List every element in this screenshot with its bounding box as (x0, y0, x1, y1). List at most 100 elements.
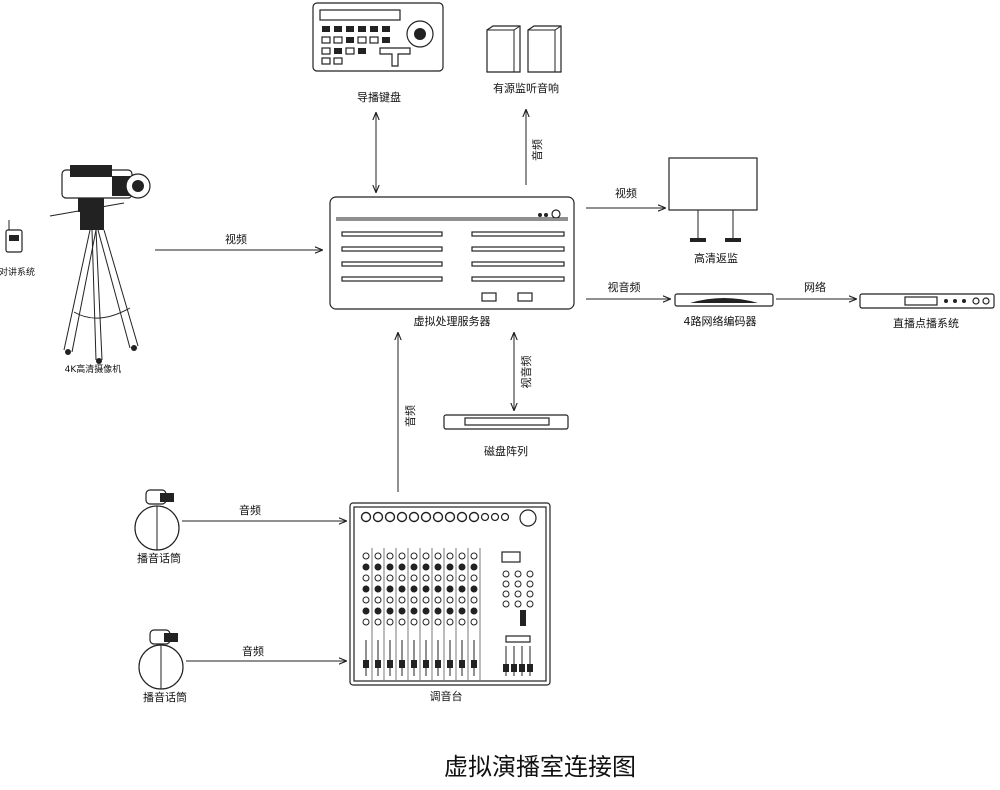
mixer-knob (398, 563, 406, 571)
mixer-knob (434, 607, 442, 615)
mixer-knob (470, 585, 478, 593)
mixer-knob (434, 596, 442, 604)
disk-array (443, 414, 569, 430)
mixer-fader (423, 660, 429, 668)
mixer-knob (410, 596, 418, 604)
mixer-input-jack (360, 511, 372, 523)
mixer-knob (386, 596, 394, 604)
mixer-input-jack (432, 511, 444, 523)
mixer-knob (446, 563, 454, 571)
virtual-server (329, 196, 575, 310)
camera-label: 4K高清摄像机 (65, 363, 122, 375)
keyboard-keys (321, 26, 390, 65)
mixer-knob (458, 618, 466, 626)
mixer-knob (374, 552, 382, 560)
mic2-label: 播音话筒 (143, 690, 187, 704)
mixer-knob (446, 607, 454, 615)
mixer-knob (458, 563, 466, 571)
label-mixer-server: 音频 (403, 405, 417, 427)
mixer-fader (387, 660, 393, 668)
mixer-knob (362, 585, 370, 593)
mixer-knob (398, 618, 406, 626)
mixer-knob (374, 563, 382, 571)
mixer-master-knob (514, 590, 522, 598)
mixer-knob (362, 596, 370, 604)
mixer-fader (411, 660, 417, 668)
mixer-knob (374, 618, 382, 626)
mixer-knob (386, 563, 394, 571)
mixer-knob (386, 607, 394, 615)
monitor-label: 高清返监 (694, 251, 738, 265)
mixer-knob (410, 618, 418, 626)
mixer-master-knob (514, 570, 522, 578)
server-label: 虚拟处理服务器 (414, 314, 491, 328)
mixer-knob (434, 618, 442, 626)
mixer-knob (422, 607, 430, 615)
mixer-input-jack (384, 511, 396, 523)
mixer-knob (410, 563, 418, 571)
mixer-knob (434, 585, 442, 593)
mixer-knob (398, 596, 406, 604)
mixer-knob (398, 574, 406, 582)
encoder-label: 4路网络编码器 (684, 314, 757, 328)
connections (155, 110, 856, 661)
mixer-master-knob (502, 580, 510, 588)
mixer-aux-jack (500, 512, 510, 522)
mixer-knob (362, 574, 370, 582)
mixer-master-knob (526, 600, 534, 608)
label-mic2-mixer: 音频 (242, 644, 264, 658)
mixer-channels (360, 509, 537, 680)
label-server-encoder: 视音频 (608, 280, 641, 294)
label-mic1-mixer: 音频 (239, 503, 261, 517)
mic1-label: 播音话筒 (137, 551, 181, 565)
mixer-knob (410, 574, 418, 582)
mixer-input-jack (444, 511, 456, 523)
audio-mixer (349, 502, 551, 686)
mixer-fader (435, 660, 441, 668)
disk-label: 磁盘阵列 (484, 444, 528, 458)
mixer-knob (374, 574, 382, 582)
mixer-knob (374, 607, 382, 615)
mixer-master-knob (502, 570, 510, 578)
hd-monitor (668, 157, 758, 242)
mixer-knob (470, 618, 478, 626)
mixer-knob (362, 563, 370, 571)
label-cam-server: 视频 (225, 232, 247, 246)
mixer-knob (446, 596, 454, 604)
intercom-device (5, 220, 23, 253)
mixer-knob (446, 618, 454, 626)
mixer-knob (398, 607, 406, 615)
monitor-speakers (486, 25, 562, 73)
mixer-knob (434, 563, 442, 571)
director-keyboard (312, 2, 444, 72)
mixer-knob (458, 607, 466, 615)
mixer-master-fader (519, 664, 525, 672)
mixer-aux-jack (480, 512, 490, 522)
mixer-input-jack (468, 511, 480, 523)
mixer-knob (386, 574, 394, 582)
diagram-title: 虚拟演播室连接图 (444, 753, 636, 781)
mixer-input-jack (420, 511, 432, 523)
mixer-knob (458, 585, 466, 593)
label-server-speakers: 音频 (530, 139, 544, 161)
mixer-fader (399, 660, 405, 668)
speakers-label: 有源监听音响 (493, 81, 559, 95)
mixer-knob (398, 552, 406, 560)
mixer-main-knob (519, 509, 537, 527)
mixer-knob (386, 618, 394, 626)
mixer-knob (470, 574, 478, 582)
camera-tripod (49, 165, 151, 364)
mixer-knob (386, 585, 394, 593)
mixer-knob (362, 618, 370, 626)
mixer-knob (458, 596, 466, 604)
mixer-knob (374, 585, 382, 593)
label-encoder-vod: 网络 (804, 280, 826, 294)
mixer-knob (422, 585, 430, 593)
mixer-knob (422, 552, 430, 560)
mixer-master-knob (526, 570, 534, 578)
label-server-disk: 视音频 (519, 356, 533, 389)
mixer-fader (363, 660, 369, 668)
label-server-monitor: 视频 (615, 186, 637, 200)
server-vents-right (471, 231, 565, 282)
